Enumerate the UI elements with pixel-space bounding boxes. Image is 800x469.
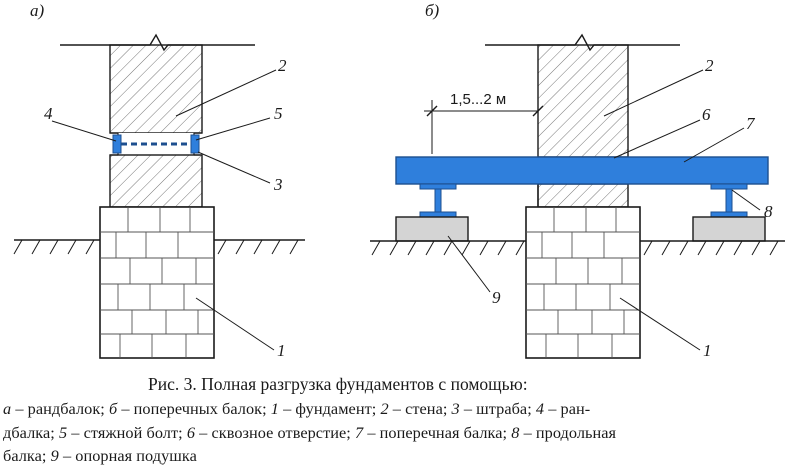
legend-text: дбалка; [3, 423, 59, 442]
rand-beam-right [190, 134, 200, 154]
figure-caption: Рис. 3. Полная разгрузка фундаментов с п… [0, 372, 800, 469]
legend-text: – рандбалок; [11, 399, 109, 418]
legend-text: – ран- [544, 399, 591, 418]
legend-text: – штраба; [459, 399, 536, 418]
legend-key: 8 [511, 423, 520, 442]
legend-text: – продольная [519, 423, 617, 442]
wall-upper [109, 44, 203, 134]
callout-6: 6 [702, 105, 711, 124]
caption-line-2: дбалка; 5 – стяжной болт; 6 – сквозное о… [3, 423, 616, 443]
callout-8: 8 [764, 202, 773, 221]
legend-text: – опорная подушка [58, 446, 197, 465]
legend-text: балка; [3, 446, 51, 465]
callout-4: 4 [44, 104, 53, 123]
callout-3: 3 [273, 175, 283, 194]
panel-b-label: б) [425, 1, 440, 20]
wall-lower [109, 154, 203, 208]
ibeam-left [419, 183, 457, 218]
rand-beam-left [112, 134, 122, 154]
legend-key: 3 [451, 399, 460, 418]
transverse-beam [395, 156, 769, 185]
caption-title: Рис. 3. Полная разгрузка фундаментов с п… [148, 374, 528, 394]
wall-lower-b [537, 183, 629, 208]
dimension-label: 1,5...2 м [450, 91, 506, 108]
legend-text: – сквозное отверстие; [195, 423, 355, 442]
legend-key: б [108, 399, 118, 418]
wall-upper-b [537, 44, 629, 158]
panel-a-label: а) [30, 1, 45, 20]
legend-key: а [3, 399, 12, 418]
support-pad-left [395, 216, 469, 242]
callout-2-b: 2 [705, 56, 714, 75]
legend-key: 5 [58, 423, 68, 442]
callout-1-b: 1 [703, 341, 712, 360]
foundation-unloading-diagram: а) [13, 1, 785, 360]
ibeam-right [710, 183, 748, 218]
legend-text: – фундамент; [279, 399, 381, 418]
legend-key: 7 [355, 423, 364, 442]
callout-7: 7 [746, 114, 756, 133]
callout-2: 2 [278, 56, 287, 75]
foundation [99, 206, 215, 359]
legend-text: – поперечных балок; [117, 399, 271, 418]
panel-b: б) 1,5...2 м [370, 1, 785, 360]
legend-text: – поперечная балка; [363, 423, 512, 442]
legend-key: 4 [535, 399, 545, 418]
legend-text: – стена; [388, 399, 452, 418]
caption-line-1: а – рандбалок; б – поперечных балок; 1 –… [3, 399, 590, 419]
legend-key: 9 [50, 446, 59, 465]
support-pad-right [692, 216, 766, 242]
foundation-b [525, 206, 641, 359]
callout-5: 5 [274, 104, 283, 123]
legend-key: 6 [186, 423, 196, 442]
legend-key: 1 [270, 399, 279, 418]
caption-line-3: балка; 9 – опорная подушка [3, 446, 197, 466]
legend-key: 2 [380, 399, 389, 418]
legend-text: – стяжной болт; [67, 423, 187, 442]
panel-a: а) [13, 1, 305, 360]
callout-9: 9 [492, 288, 501, 307]
callout-1: 1 [277, 341, 286, 360]
